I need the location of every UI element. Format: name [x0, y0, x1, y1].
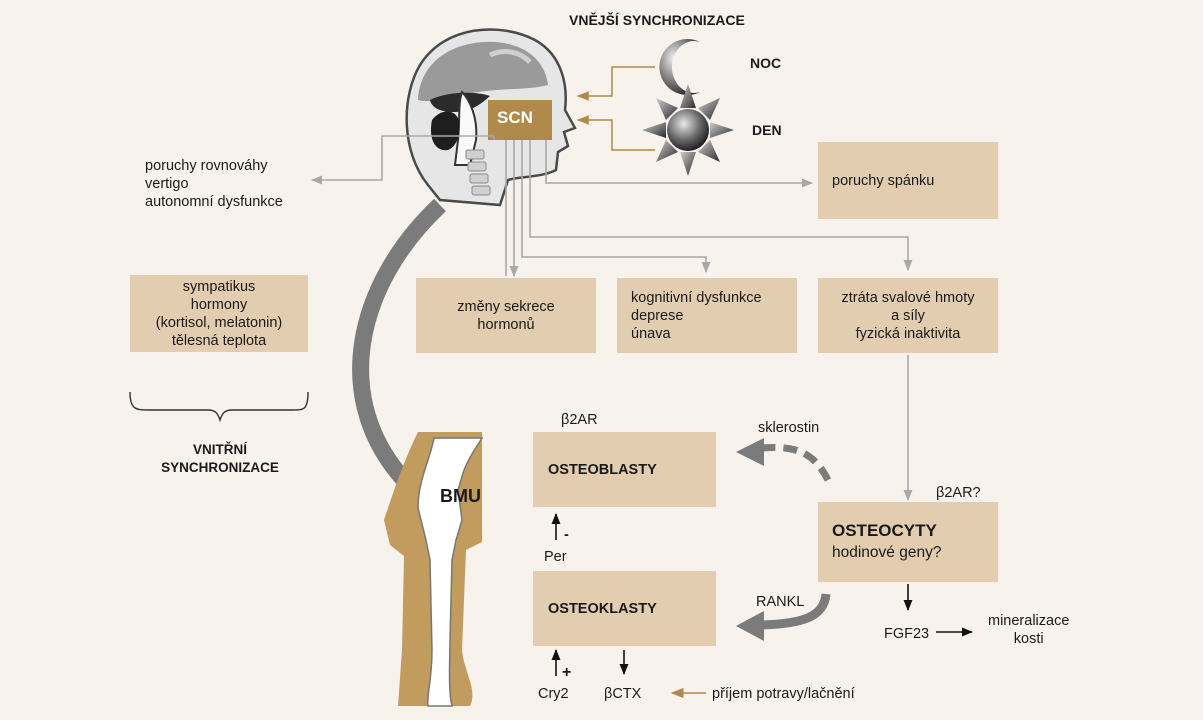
left-effects: poruchy rovnováhy vertigo autonomní dysf… — [145, 157, 283, 211]
internal-heading-line-2: SYNCHRONIZACE — [161, 460, 279, 475]
scn-connectors — [310, 135, 913, 502]
night-label: NOC — [750, 55, 782, 71]
sun-icon — [642, 84, 734, 176]
internal-brace — [129, 391, 309, 423]
b2ar-question-label: β2AR? — [936, 485, 981, 501]
b2ar-label: β2AR — [561, 412, 598, 428]
sclerostin-arrow — [736, 438, 832, 482]
internal-item-4: tělesná teplota — [171, 332, 267, 349]
bctx-label: βCTX — [604, 686, 642, 702]
cognitive-box: kognitivní dysfunkce deprese únava — [617, 278, 797, 353]
osteoblasts-box: OSTEOBLASTY — [533, 432, 716, 507]
minus-sign: - — [564, 527, 569, 543]
moon-icon — [659, 38, 700, 96]
osteoclasts-box: OSTEOKLASTY — [533, 571, 716, 646]
hormone-secretion-box: změny sekrece hormonů — [416, 278, 596, 353]
mineralization-label: mineralizace kosti — [988, 613, 1070, 647]
osteocytes-box: OSTEOCYTY hodinové geny? — [818, 502, 998, 582]
cry2-label: Cry2 — [538, 686, 569, 702]
light-input-arrows — [576, 66, 655, 151]
left-effect-2: vertigo — [145, 176, 189, 192]
rankl-arrow — [736, 593, 831, 641]
internal-factors-box: sympatikus hormony (kortisol, melatonin)… — [130, 275, 308, 352]
left-effect-1: poruchy rovnováhy — [145, 158, 268, 174]
internal-heading-line-1: VNITŘNÍ — [193, 442, 247, 457]
bone-illustration — [384, 432, 484, 707]
internal-item-2: hormony — [190, 296, 248, 313]
osteocytes-title: OSTEOCYTY — [832, 521, 937, 540]
sclerostin-label: sklerostin — [758, 420, 820, 436]
left-effect-3: autonomní dysfunkce — [145, 194, 283, 210]
plus-sign: + — [562, 664, 572, 681]
internal-sync-heading: VNITŘNÍ SYNCHRONIZACE — [130, 441, 310, 477]
per-label: Per — [544, 549, 567, 565]
external-sync-heading: VNĚJŠÍ SYNCHRONIZACE — [569, 12, 745, 28]
day-label: DEN — [752, 122, 782, 138]
food-intake-label: příjem potravy/lačnění — [712, 686, 855, 702]
bmu-label: BMU — [440, 486, 481, 506]
scn-label: SCN — [497, 108, 533, 127]
internal-item-1: sympatikus — [182, 278, 256, 295]
muscle-loss-box: ztráta svalové hmoty a síly fyzická inak… — [818, 278, 998, 353]
small-arrows — [551, 512, 974, 676]
osteocytes-subtitle: hodinové geny? — [832, 544, 942, 561]
scn-box — [488, 100, 552, 140]
fgf23-label: FGF23 — [884, 626, 930, 642]
internal-item-3: (kortisol, melatonin) — [155, 314, 283, 331]
sleep-disorders-box: poruchy spánku — [818, 142, 998, 219]
rankl-label: RANKL — [756, 594, 805, 610]
